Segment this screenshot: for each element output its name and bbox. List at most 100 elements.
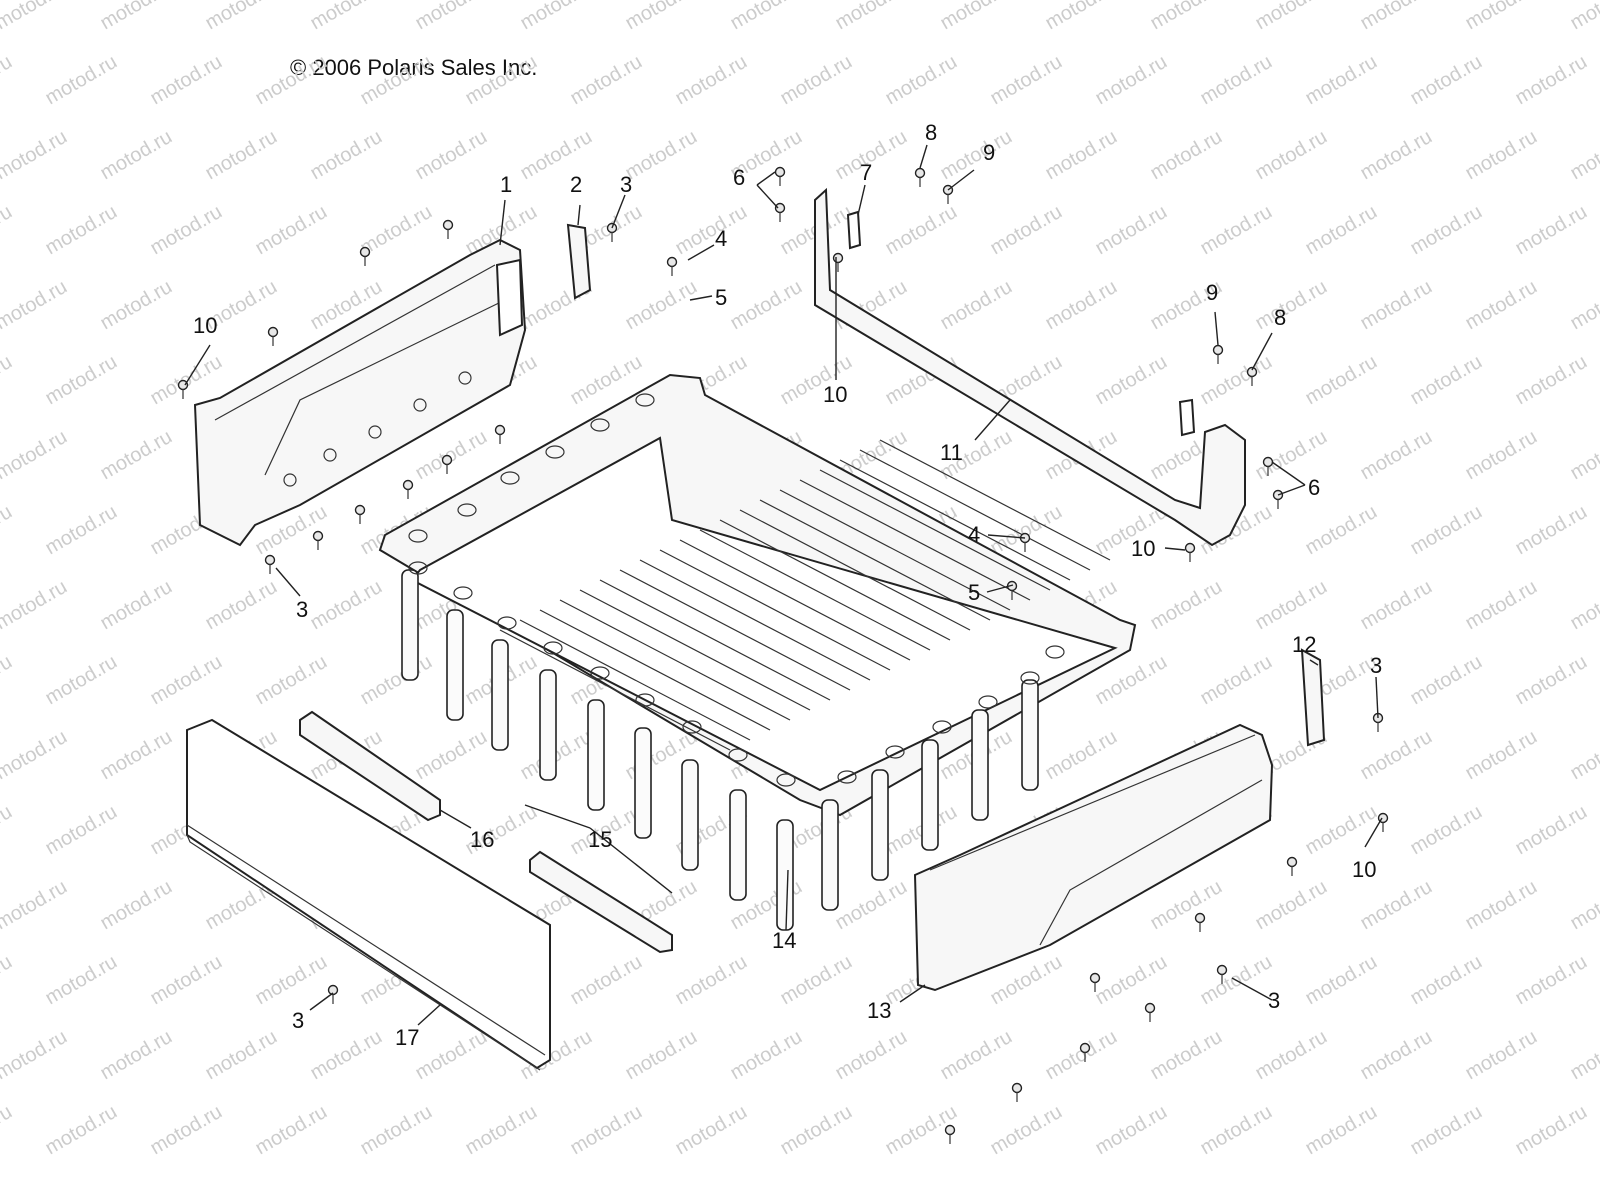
copyright-notice: © 2006 Polaris Sales Inc.	[290, 55, 538, 80]
watermark-text: motod.ru	[1512, 951, 1591, 1010]
watermark-text: motod.ru	[1407, 1101, 1486, 1160]
callout-10: 10	[193, 313, 217, 338]
watermark-text: motod.ru	[1197, 201, 1276, 260]
callout-8: 8	[925, 120, 937, 145]
cargo-box	[378, 373, 1137, 931]
watermark-text: motod.ru	[1567, 1026, 1600, 1085]
watermark-text: motod.ru	[1147, 876, 1226, 935]
callout-4: 4	[715, 226, 727, 251]
watermark-text: motod.ru	[1252, 876, 1331, 935]
watermark-text: motod.ru	[412, 0, 491, 34]
watermark-text: motod.ru	[42, 501, 121, 560]
watermark-text: motod.ru	[412, 726, 491, 785]
watermark-text: motod.ru	[1567, 876, 1600, 935]
watermark-text: motod.ru	[1462, 276, 1541, 335]
watermark-text: motod.ru	[622, 0, 701, 34]
watermark-text: motod.ru	[777, 1101, 856, 1160]
callout-9: 9	[1206, 280, 1218, 305]
watermark-text: motod.ru	[1512, 801, 1591, 860]
leader-lines	[184, 144, 1383, 1026]
watermark-text: motod.ru	[0, 576, 71, 635]
watermark-text: motod.ru	[1407, 951, 1486, 1010]
watermark-text: motod.ru	[567, 51, 646, 110]
callout-6: 6	[1308, 475, 1320, 500]
watermark-text: motod.ru	[1147, 1026, 1226, 1085]
watermark-text: motod.ru	[462, 51, 541, 110]
watermark-text: motod.ru	[412, 126, 491, 185]
watermark-text: motod.ru	[1042, 726, 1121, 785]
watermark-text: motod.ru	[1357, 126, 1436, 185]
watermark-text: motod.ru	[567, 951, 646, 1010]
side-rail	[814, 187, 1246, 547]
watermark-text: motod.ru	[517, 0, 596, 34]
watermark-text: motod.ru	[937, 1026, 1016, 1085]
right-side-panel	[913, 723, 1274, 992]
watermark-text: motod.ru	[252, 951, 331, 1010]
rear-pad	[1300, 648, 1326, 747]
watermark-text: motod.ru	[202, 126, 281, 185]
watermark-text: motod.ru	[1197, 1101, 1276, 1160]
watermark-text: motod.ru	[202, 1026, 281, 1085]
watermark-text: motod.ru	[517, 126, 596, 185]
callout-10: 10	[1352, 857, 1376, 882]
callout-4: 4	[968, 522, 980, 547]
callout-5: 5	[968, 580, 980, 605]
watermark-text: motod.ru	[1462, 1026, 1541, 1085]
callout-16: 16	[470, 827, 494, 852]
watermark-text: motod.ru	[832, 876, 911, 935]
watermark-text: motod.ru	[1302, 351, 1381, 410]
watermark-text: motod.ru	[252, 201, 331, 260]
watermark-text: motod.ru	[42, 951, 121, 1010]
watermark-text: motod.ru	[307, 1026, 386, 1085]
watermark-text: motod.ru	[1462, 576, 1541, 635]
watermark-text: motod.ru	[1357, 0, 1436, 34]
watermark-text: motod.ru	[882, 51, 961, 110]
watermark-text: motod.ru	[567, 1101, 646, 1160]
watermark-text: motod.ru	[1042, 0, 1121, 34]
watermark-text: motod.ru	[0, 1026, 71, 1085]
watermark-text: motod.ru	[0, 51, 16, 110]
watermark-text: motod.ru	[42, 1101, 121, 1160]
watermark-text: motod.ru	[1567, 576, 1600, 635]
callout-11: 11	[940, 440, 963, 465]
callout-labels: 1 2 3 6 7 8 9 4 5 10 10 9 8 11 6 3 4 10 …	[193, 120, 1382, 1050]
watermark-text: motod.ru	[987, 1101, 1066, 1160]
watermark-text: motod.ru	[1357, 576, 1436, 635]
left-side-panel	[193, 238, 527, 547]
watermark-text: motod.ru	[1042, 1026, 1121, 1085]
trim-strips	[299, 710, 673, 954]
watermark-text: motod.ru	[1512, 51, 1591, 110]
watermark-text: motod.ru	[252, 651, 331, 710]
watermark-text: motod.ru	[97, 1026, 176, 1085]
watermark-text: motod.ru	[777, 951, 856, 1010]
callout-12: 12	[1292, 632, 1316, 657]
watermark-text: motod.ru	[1147, 576, 1226, 635]
watermark-text: motod.ru	[97, 876, 176, 935]
callout-5: 5	[715, 285, 727, 310]
watermark-text: motod.ru	[777, 51, 856, 110]
watermark-text: motod.ru	[1092, 201, 1171, 260]
watermark-text: motod.ru	[0, 201, 16, 260]
watermark-text: motod.ru	[42, 51, 121, 110]
watermark-text: motod.ru	[1462, 876, 1541, 935]
watermark-text: motod.ru	[1302, 1101, 1381, 1160]
watermark-text: motod.ru	[1302, 951, 1381, 1010]
watermark-text: motod.ru	[1512, 201, 1591, 260]
watermark-text: motod.ru	[97, 0, 176, 34]
watermark-text: motod.ru	[1252, 1026, 1331, 1085]
watermark-text: motod.ru	[987, 51, 1066, 110]
watermark-text: motod.ru	[937, 276, 1016, 335]
watermark-text: motod.ru	[937, 126, 1016, 185]
callout-17: 17	[395, 1025, 419, 1050]
watermark-text: motod.ru	[1407, 201, 1486, 260]
callout-3: 3	[296, 597, 308, 622]
watermark-text: motod.ru	[307, 126, 386, 185]
watermark-text: motod.ru	[1567, 426, 1600, 485]
watermark-text: motod.ru	[202, 576, 281, 635]
watermark-text: motod.ru	[1092, 51, 1171, 110]
callout-3: 3	[292, 1008, 304, 1033]
callout-8: 8	[1274, 305, 1286, 330]
watermark-text: motod.ru	[97, 276, 176, 335]
watermark-text: motod.ru	[42, 201, 121, 260]
